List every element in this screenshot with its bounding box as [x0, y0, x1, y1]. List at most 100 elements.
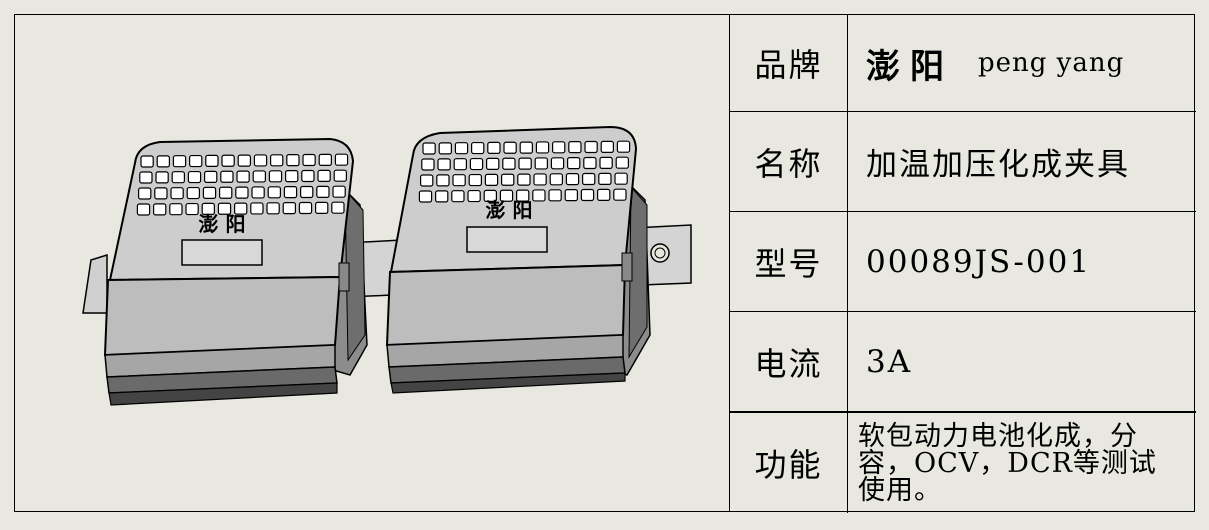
right-logo-text: 澎 阳 [486, 198, 533, 222]
vent-slot [596, 188, 611, 201]
vent-slot [268, 170, 283, 183]
left-fixture-unit: 澎 阳 [103, 137, 368, 406]
vent-slot [516, 189, 530, 202]
vent-slot [137, 187, 152, 200]
fixture-illustration: 澎 阳 澎 阳 [82, 125, 692, 406]
vent-slot [568, 141, 582, 154]
vent-slot [139, 171, 153, 184]
right-fixture-unit: 澎 阳 [385, 125, 651, 394]
vent-slot [140, 155, 154, 168]
vent-slot [452, 174, 466, 187]
vent-slot [221, 154, 235, 167]
vent-slot [301, 169, 315, 183]
vent-slot [155, 171, 169, 184]
row-name: 名称 加温加压化成夹具 [730, 112, 1196, 212]
name-value: 加温加压化成夹具 [866, 147, 1130, 183]
brand-cn: 澎阳 [866, 46, 954, 87]
vent-slot [236, 170, 250, 183]
vent-slot [421, 158, 435, 171]
vent-slot [172, 155, 187, 168]
vent-slot [333, 169, 348, 182]
left-flange [82, 253, 108, 314]
vent-slot [170, 187, 184, 200]
vent-slot [154, 187, 168, 200]
vent-slot [534, 157, 549, 170]
vent-slot [469, 157, 484, 171]
function-label: 功能 [730, 413, 848, 513]
vent-slot [169, 203, 183, 216]
current-value: 3A [866, 343, 913, 380]
vent-slot [251, 186, 265, 199]
vent-slot [486, 157, 500, 170]
vent-slot [437, 158, 451, 171]
vent-slot [136, 203, 151, 216]
vent-slot [202, 186, 217, 199]
vent-slot [548, 189, 562, 202]
vent-slot [519, 141, 534, 154]
brand-en: peng yang [978, 48, 1125, 78]
vent-slot [300, 185, 314, 199]
left-base [108, 382, 338, 406]
vent-slot [219, 186, 233, 199]
right-base [390, 372, 626, 394]
vent-slot [501, 173, 515, 186]
vent-slot [220, 170, 234, 183]
vent-slot [616, 140, 631, 153]
vent-slot [535, 141, 550, 154]
vent-slot [565, 173, 580, 186]
row-function: 功能 软包动力电池化成，分容，OCV，DCR等测试使用。 [730, 412, 1196, 513]
vent-slot [187, 170, 202, 184]
row-brand: 品牌 澎阳 peng yang [730, 15, 1196, 112]
vent-slot [201, 202, 215, 215]
vent-slot [517, 173, 531, 186]
vent-slot [298, 201, 313, 215]
vent-slot [451, 190, 465, 203]
vent-slot [533, 173, 547, 186]
vent-slot [332, 185, 346, 198]
vent-slot [270, 154, 284, 167]
mounting-hole [650, 243, 670, 263]
vent-slot [420, 174, 434, 187]
vent-slot [564, 189, 579, 202]
left-label-window [181, 239, 263, 266]
right-label-window [466, 226, 548, 253]
spec-table: 品牌 澎阳 peng yang 名称 加温加压化成夹具 型号 00089JS-0… [730, 15, 1196, 513]
vent-slot [580, 188, 595, 202]
left-logo-text: 澎 阳 [199, 212, 246, 236]
vent-slot [436, 174, 450, 187]
brand-value: 澎阳 peng yang [848, 15, 1196, 111]
vent-slot [550, 157, 565, 170]
fixture-drawing: 澎 阳 澎 阳 [15, 15, 730, 511]
drawing-sheet: 澎 阳 澎 阳 [14, 14, 1196, 513]
vent-slot [487, 141, 501, 155]
vent-slot [156, 155, 170, 168]
vent-slot [285, 170, 299, 183]
vent-slot [302, 153, 316, 167]
vent-slot [266, 202, 280, 215]
vent-slot [549, 173, 564, 186]
vent-slot [189, 154, 203, 168]
vent-slot [583, 156, 597, 170]
vent-slot [484, 173, 499, 186]
vent-slot [185, 202, 199, 216]
vent-slot [235, 186, 249, 199]
vent-slot [237, 154, 251, 167]
vent-slot [422, 142, 436, 155]
vent-slot [453, 158, 468, 171]
vent-slot [581, 172, 596, 186]
vent-slot [599, 156, 613, 169]
vent-slot [435, 190, 449, 203]
vent-slot [217, 202, 232, 215]
vent-slot [250, 202, 264, 215]
current-label: 电流 [730, 312, 848, 411]
brand-label: 品牌 [730, 15, 848, 111]
vent-slot [499, 189, 514, 202]
vent-slot [334, 153, 349, 166]
vent-slot [282, 202, 297, 215]
vent-slot [468, 173, 483, 187]
vent-slot [615, 156, 630, 169]
vent-slot [317, 169, 331, 182]
vent-slot [316, 185, 330, 198]
vent-slot [532, 189, 546, 202]
model-value: 00089JS-001 [866, 243, 1092, 280]
